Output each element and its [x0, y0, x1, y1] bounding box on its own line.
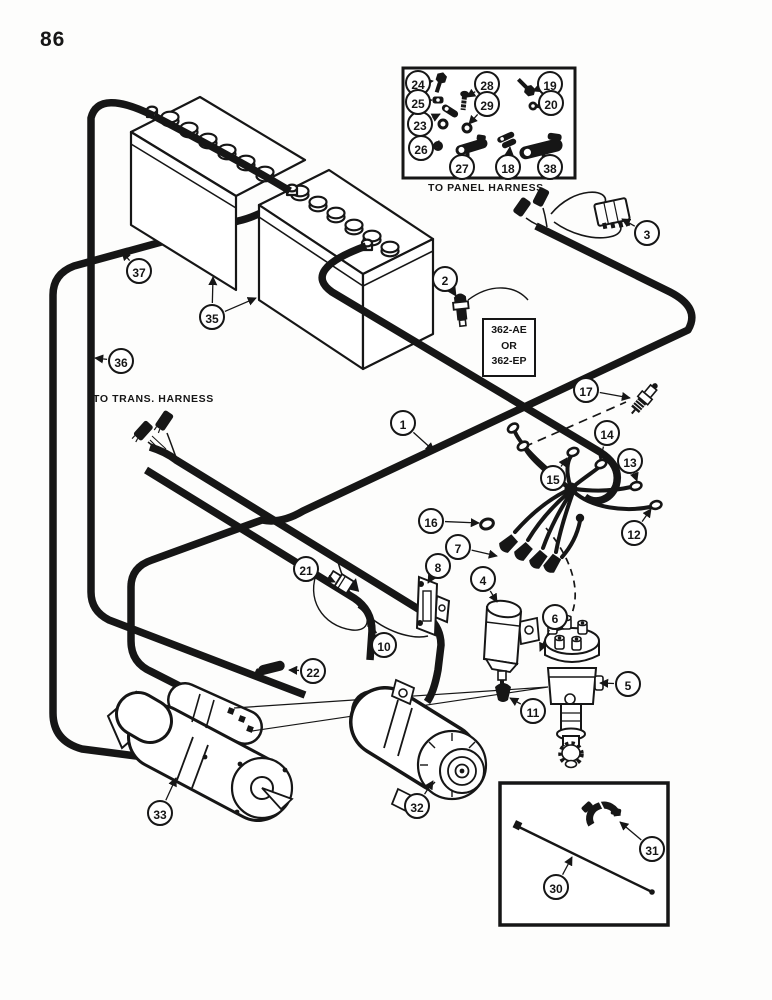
nut-25-icon: [432, 96, 444, 104]
leader-line-13: [629, 471, 639, 482]
part-number-box: 362-AE OR 362-EP: [482, 318, 536, 377]
label-to-trans-harness: TO TRANS. HARNESS: [93, 393, 214, 405]
leader-line-32: [423, 780, 434, 795]
leader-line-1: [412, 431, 435, 452]
battery-2: [257, 168, 435, 371]
leader-line-38: [541, 152, 551, 163]
nut-20-icon: [528, 101, 538, 111]
leader-line-10: [366, 617, 378, 634]
trans-harness-cable: [148, 443, 445, 705]
leader-line-33: [165, 777, 177, 801]
clamp-27-icon: [455, 134, 488, 156]
part-number-line-1: 362-AE: [491, 324, 527, 336]
grommet: [479, 517, 495, 531]
wire-junction-wrap: [564, 482, 578, 496]
leader-line-17: [599, 391, 631, 402]
leader-line-31: [619, 821, 642, 841]
starter-motor: [106, 682, 549, 822]
trans-harness-connectors: [131, 410, 178, 462]
washer-29-icon: [461, 122, 473, 134]
rubber-boot-11: [495, 683, 511, 702]
sender-switch: [452, 287, 529, 328]
leader-line-6: [539, 629, 550, 652]
panel-harness-connectors: [513, 187, 550, 229]
leader-line-21: [318, 574, 336, 583]
ignition-wire-set: [513, 430, 652, 559]
leader-line-2: [447, 286, 457, 297]
clip-25-icon: [441, 104, 459, 118]
wire-boot-ball: [575, 513, 585, 523]
cable-tie-30-icon: [512, 820, 655, 895]
leader-line-11: [509, 697, 522, 706]
leader-line-3: [621, 218, 636, 227]
distributor: [544, 614, 604, 769]
leader-line-28: [466, 88, 477, 98]
leader-line-16: [444, 518, 480, 528]
leader-line-14: [597, 446, 607, 461]
leader-line-26: [431, 140, 441, 150]
page-number: 86: [40, 28, 66, 51]
ignition-coil: [482, 599, 540, 685]
leader-line-36: [94, 354, 108, 364]
spark-plug: [631, 383, 658, 415]
leader-line-30: [562, 856, 573, 875]
part-number-line-3: 362-EP: [491, 355, 527, 367]
leader-line-35: [224, 297, 257, 313]
washer-23-icon: [437, 118, 449, 130]
leader-line-4: [488, 590, 498, 603]
leader-line-5: [599, 678, 615, 688]
leader-line-27: [461, 151, 470, 162]
bolt-24-icon: [434, 72, 447, 93]
hardware-inset-box: [401, 66, 577, 180]
leader-line-19: [532, 83, 543, 93]
leader-line-20: [534, 100, 545, 110]
battery-jumper-cable: [152, 112, 292, 195]
relay-connector: [550, 191, 631, 239]
clamp-18-icon: [497, 131, 517, 149]
label-to-panel-harness: TO PANEL HARNESS: [428, 182, 544, 194]
alternator: [349, 678, 488, 814]
leader-line-7: [471, 549, 498, 559]
starter-terminal-studs: [227, 707, 254, 733]
battery-1-cable: [87, 99, 307, 699]
rubber-boot-22: [253, 660, 285, 680]
dashed-line-to-distributor: [545, 527, 577, 621]
leader-line-18: [504, 146, 514, 156]
battery-2-harness-cable: [318, 242, 621, 505]
leader-line-35: [208, 276, 218, 304]
clip-31-icon: [581, 799, 622, 827]
dashed-line-to-spark-plug: [523, 401, 627, 448]
leader-line-12: [641, 508, 652, 522]
leader-line-23: [430, 113, 441, 122]
cable-tie-inset-box: [498, 781, 670, 927]
clamp-38-icon: [519, 132, 563, 160]
main-harness: [127, 222, 696, 730]
terminal-bracket: [415, 575, 451, 637]
wire-ring-terminals: [506, 422, 663, 511]
spark-plug-wire-boots: [499, 534, 562, 573]
temp-sender: [312, 569, 368, 631]
part-number-line-2: OR: [501, 339, 517, 352]
